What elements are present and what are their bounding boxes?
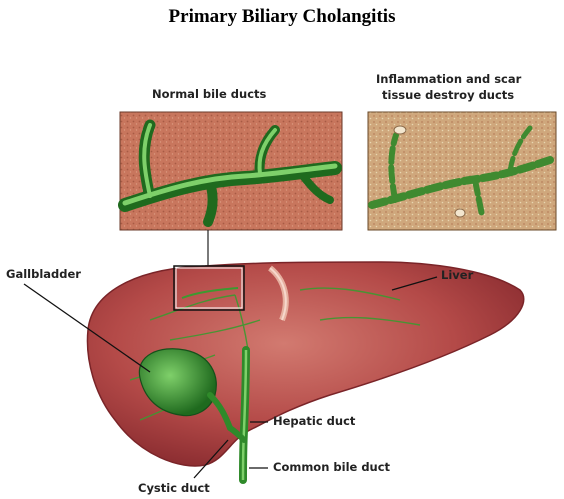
normal-ducts-panel [120,112,342,230]
label-gallbladder: Gallbladder [6,267,81,281]
label-hepatic-duct: Hepatic duct [273,414,355,428]
inflamed-ducts-panel [368,112,556,230]
label-common-bile-duct: Common bile duct [273,460,390,474]
label-cystic-duct: Cystic duct [138,481,210,495]
label-inflamed-line1: Inflammation and scar [376,72,521,86]
label-inflamed-line2: tissue destroy ducts [382,88,514,102]
label-liver: Liver [441,268,473,282]
label-normal-ducts: Normal bile ducts [152,87,266,101]
